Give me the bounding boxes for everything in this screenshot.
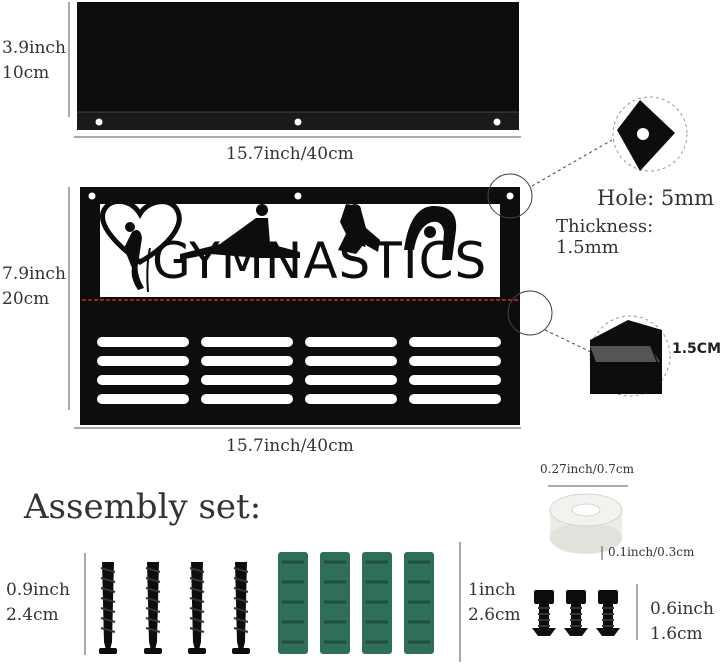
hole-size-label: Hole: 5mm [597,186,714,210]
shelf-plate [77,2,519,130]
screws [99,562,250,654]
shelf-height-label: 3.9inch 10cm [2,36,66,85]
shelf-width-label: 15.7inch/40cm [226,144,354,164]
shelf-height-cm: 10cm [2,62,50,83]
anchor-size-label: 1inch 2.6cm [468,578,521,627]
hanger-height-cm: 20cm [2,288,50,309]
shelf-height-inch: 3.9inch [2,38,66,58]
gymnastics-word: GYMNASTICS [152,232,488,290]
edge-thickness-label: 1.5CM [672,341,720,357]
gymnast-bridge-icon [404,206,457,260]
anchor-inch: 1inch [468,580,516,600]
bolt-inch: 0.6inch [650,599,714,619]
hanger-height-inch: 7.9inch [2,264,66,284]
hole-detail [612,96,688,172]
bolts [532,590,620,636]
anchor-cm: 2.6cm [468,604,521,625]
medal-hanger [80,187,520,425]
thickness-key: Thickness: [556,216,654,237]
bolt-size-label: 0.6inch 1.6cm [650,597,714,646]
wall-anchors [278,552,434,654]
thickness-label: Thickness: 1.5mm [556,216,720,258]
screw-size-label: 0.9inch 2.4cm [6,578,70,627]
washer-width-label: 0.27inch/0.7cm [540,462,634,476]
screw-inch: 0.9inch [6,580,70,600]
edge-zoom-ring [507,290,553,336]
bolt-cm: 1.6cm [650,623,703,644]
washer [549,493,623,554]
hole-value: 5mm [660,186,715,210]
hanger-width-label: 15.7inch/40cm [226,436,354,456]
washer-height-label: 0.1inch/0.3cm [608,545,695,559]
heart-icon [100,198,182,265]
edge-detail [589,315,671,397]
hook-slots [97,337,501,404]
thickness-value: 1.5mm [556,237,619,258]
gymnast-handstand-icon [338,204,380,254]
assembly-title: Assembly set: [24,487,262,527]
hole-label: Hole: [597,186,655,210]
gymnast-ribbon-icon [124,230,144,290]
gymnast-split-icon [180,218,300,260]
hanger-height-label: 7.9inch 20cm [2,262,66,311]
hole-zoom-ring [487,173,533,219]
screw-cm: 2.4cm [6,604,59,625]
